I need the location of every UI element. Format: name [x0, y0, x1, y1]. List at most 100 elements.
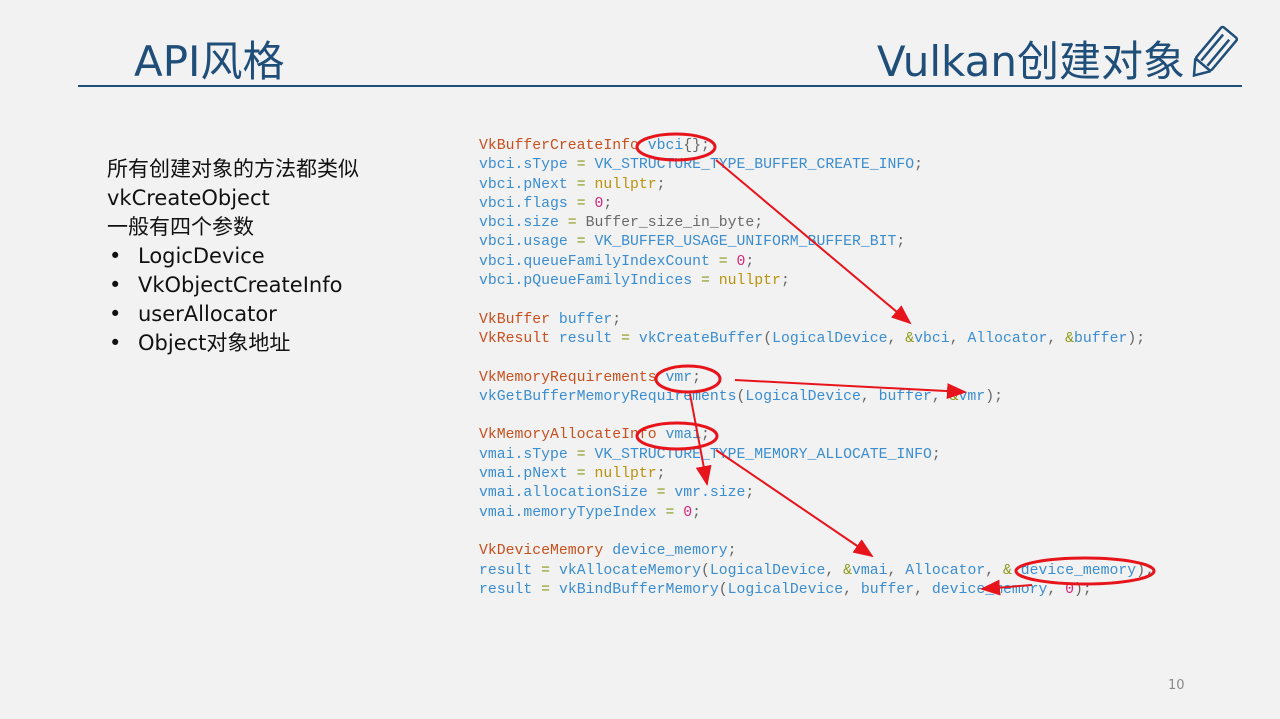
code-token: VkDeviceMemory [479, 543, 613, 560]
code-token: ( [736, 388, 746, 405]
code-token: 0 [736, 253, 746, 270]
code-token: 0 [594, 195, 604, 212]
arrow [715, 449, 874, 558]
code-token: vbci.queueFamilyIndexCount [479, 253, 719, 270]
code-token: vkCreateBuffer [638, 330, 764, 347]
code-token: vmai [665, 427, 702, 444]
summary-line: vkCreateObject [107, 186, 270, 210]
code-token: vmr.size [674, 485, 746, 502]
code-token: = [576, 195, 595, 212]
code-line: vbci.queueFamilyIndexCount = 0; [479, 253, 1154, 272]
code-token: ); [1127, 330, 1146, 347]
code-line: VkBuffer buffer; [479, 311, 1154, 330]
code-block: VkBufferCreateInfo vbci{};vbci.sType = V… [479, 137, 1154, 600]
code-token: LogicalDevice [745, 388, 861, 405]
code-token: ; [745, 253, 755, 270]
code-token: buffer [860, 581, 915, 598]
bullet-item: VkObjectCreateInfo [107, 271, 359, 300]
code-token: , [825, 562, 844, 579]
code-token: buffer [878, 388, 932, 405]
code-token: vbci.flags [479, 195, 577, 212]
code-token: Allocator [967, 330, 1048, 347]
code-token: = [567, 215, 586, 232]
code-token: nullptr [594, 466, 657, 483]
highlight-ellipse-vbci [635, 132, 717, 162]
code-token: result [479, 581, 542, 598]
code-token: & [1065, 330, 1075, 347]
arrow [734, 379, 967, 400]
code-token: VkResult [479, 330, 559, 347]
code-token: = [701, 273, 719, 290]
code-token: vbci.sType [479, 157, 577, 174]
bullet-item: userAllocator [107, 300, 359, 329]
code-token: = [576, 466, 595, 483]
code-line: vmai.allocationSize = vmr.size; [479, 484, 1154, 503]
code-token: ; [745, 485, 755, 502]
code-token: 0 [683, 504, 693, 521]
code-token: vmai.memoryTypeIndex [479, 504, 666, 521]
code-token: result [479, 562, 542, 579]
code-token: & [905, 330, 915, 347]
code-token: ; [656, 466, 666, 483]
code-token: VkBufferCreateInfo [479, 138, 648, 154]
code-token: ; [931, 446, 941, 463]
code-token: vbci.pNext [479, 176, 577, 193]
code-token: ( [763, 330, 773, 347]
code-line: vbci.usage = VK_BUFFER_USAGE_UNIFORM_BUF… [479, 233, 1154, 252]
code-token: vkGetBufferMemoryRequirements [479, 388, 737, 405]
code-token: vmr [665, 369, 693, 386]
code-token: = [576, 446, 595, 463]
code-line: result = vkBindBufferMemory(LogicalDevic… [479, 581, 1154, 600]
code-token: ; [727, 543, 737, 560]
code-token: = [718, 253, 737, 270]
code-token: , [887, 562, 906, 579]
code-line: VkMemoryRequirements vmr; [479, 369, 1154, 388]
code-token: ; [692, 504, 702, 521]
code-token: ; [701, 427, 710, 444]
highlight-ellipse-device-memory [1014, 556, 1156, 586]
code-token: , [1047, 330, 1066, 347]
code-token: = [665, 504, 684, 521]
code-token: = [621, 330, 639, 347]
pencil-icon [1192, 25, 1239, 78]
code-token: ( [701, 562, 710, 579]
code-token: LogicalDevice [709, 562, 826, 579]
code-token: VK_BUFFER_USAGE_UNIFORM_BUFFER_BIT [594, 234, 897, 251]
code-line: vmai.pNext = nullptr; [479, 465, 1154, 484]
code-token: VK_STRUCTURE_TYPE_MEMORY_ALLOCATE_INFO [594, 446, 932, 463]
code-line: result = vkAllocateMemory(LogicalDevice,… [479, 562, 1154, 581]
code-token: {}; [683, 138, 710, 154]
slide-title: Vulkan创建对象 [876, 37, 1185, 86]
code-token: = [656, 485, 675, 502]
code-token: vkBindBufferMemory [558, 581, 719, 598]
code-line: VkBufferCreateInfo vbci{}; [479, 137, 1154, 156]
arrow [689, 393, 712, 486]
code-token: LogicalDevice [772, 330, 888, 347]
summary-line: 一般有四个参数 [107, 215, 254, 239]
code-token: ); [1074, 581, 1092, 598]
code-token: Buffer_size_in_byte [585, 215, 755, 232]
code-token: , [931, 388, 950, 405]
code-token: VkMemoryRequirements [479, 369, 666, 386]
code-token: ; [754, 215, 764, 232]
title-underline [78, 85, 1242, 87]
code-token: , [860, 388, 879, 405]
code-token: ; [914, 157, 924, 174]
code-token: vkAllocateMemory [558, 562, 702, 579]
code-token: ); [985, 388, 1003, 405]
code-token: & [1002, 562, 1021, 579]
bullet-item: LogicDevice [107, 242, 359, 271]
code-token: = [541, 562, 559, 579]
code-line: vbci.pNext = nullptr; [479, 176, 1154, 195]
code-token: VkMemoryAllocateInfo [479, 427, 666, 444]
code-line: vbci.flags = 0; [479, 195, 1154, 214]
code-token: , [887, 330, 906, 347]
code-token: buffer [558, 311, 613, 328]
code-token: 0 [1065, 581, 1075, 598]
code-token: vbci [914, 330, 950, 347]
code-token: , [843, 581, 861, 598]
code-token: vmai.allocationSize [479, 485, 657, 502]
code-token: = [576, 176, 595, 193]
code-token: ; [656, 176, 666, 193]
bullet-item: Object对象地址 [107, 329, 359, 358]
